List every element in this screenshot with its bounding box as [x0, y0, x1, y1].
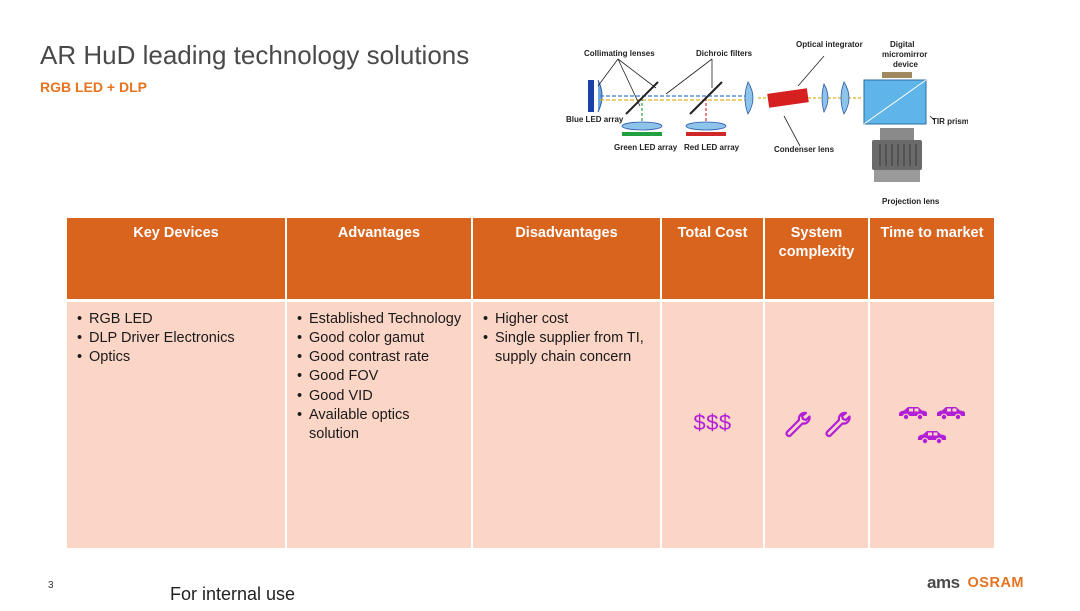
list-item: Good VID [295, 387, 463, 407]
label-dmd-1: Digital [890, 40, 914, 49]
cost-rating: $$$ [693, 410, 732, 436]
dlp-optics-diagram: Collimating lenses Dichroic filters Opti… [566, 40, 968, 206]
cell-key-devices: RGB LED DLP Driver Electronics Optics [67, 300, 287, 548]
list-item: Available optics solution [295, 406, 463, 445]
header-disadvantages: Disadvantages [472, 218, 662, 302]
car-icon [918, 430, 946, 445]
footer-text: For internal use [170, 584, 296, 604]
cell-advantages: Established Technology Good color gamut … [286, 300, 473, 548]
car-icon [899, 406, 927, 421]
cell-total-cost: $$$ [661, 300, 765, 548]
slide-title: AR HuD leading technology solutions [40, 40, 470, 70]
label-red-led: Red LED array [684, 143, 740, 152]
wrench-icon [824, 411, 851, 437]
complexity-rating [765, 410, 868, 440]
header-key-devices: Key Devices [67, 218, 287, 302]
table-row: RGB LED DLP Driver Electronics Optics Es… [67, 300, 994, 548]
time-to-market-rating [870, 405, 994, 445]
logo-ams: ams [927, 573, 960, 592]
list-item: Good FOV [295, 367, 463, 387]
blue-led-array [588, 79, 603, 113]
list-item: RGB LED [75, 310, 277, 330]
list-item: Good color gamut [295, 329, 463, 349]
table-header-row: Key Devices Advantages Disadvantages Tot… [67, 218, 994, 302]
header-system-complexity: System complexity [764, 218, 870, 302]
list-item: Optics [75, 348, 277, 368]
list-item: Single supplier from TI, supply chain co… [481, 329, 652, 368]
list-item: DLP Driver Electronics [75, 329, 277, 349]
label-condenser-lens: Condenser lens [774, 145, 835, 154]
cell-system-complexity [764, 300, 870, 548]
car-icon [937, 406, 965, 421]
wrench-icon [784, 411, 811, 437]
label-projection-lens: Projection lens [882, 197, 940, 206]
header-time-to-market: Time to market [869, 218, 994, 302]
header-total-cost: Total Cost [661, 218, 765, 302]
label-dichroic-filters: Dichroic filters [696, 49, 753, 58]
logo-osram: OSRAM [967, 575, 1025, 591]
company-logo: ams OSRAM [927, 573, 1024, 593]
label-optical-integrator: Optical integrator [796, 40, 863, 49]
label-dmd-3: device [893, 60, 918, 69]
label-collimating-lenses: Collimating lenses [584, 49, 655, 58]
comparison-table: Key Devices Advantages Disadvantages Tot… [67, 218, 994, 548]
page-number: 3 [48, 580, 54, 591]
slide-subtitle: RGB LED + DLP [40, 79, 147, 95]
label-tir-prism: TIR prism [932, 117, 968, 126]
label-dmd-2: micromirror [882, 50, 927, 59]
list-item: Established Technology [295, 310, 463, 330]
cell-disadvantages: Higher cost Single supplier from TI, sup… [472, 300, 662, 548]
list-item: Higher cost [481, 310, 652, 330]
label-green-led: Green LED array [614, 143, 678, 152]
list-item: Good contrast rate [295, 348, 463, 368]
cell-time-to-market [869, 300, 994, 548]
header-advantages: Advantages [286, 218, 473, 302]
label-blue-led: Blue LED array [566, 115, 624, 124]
